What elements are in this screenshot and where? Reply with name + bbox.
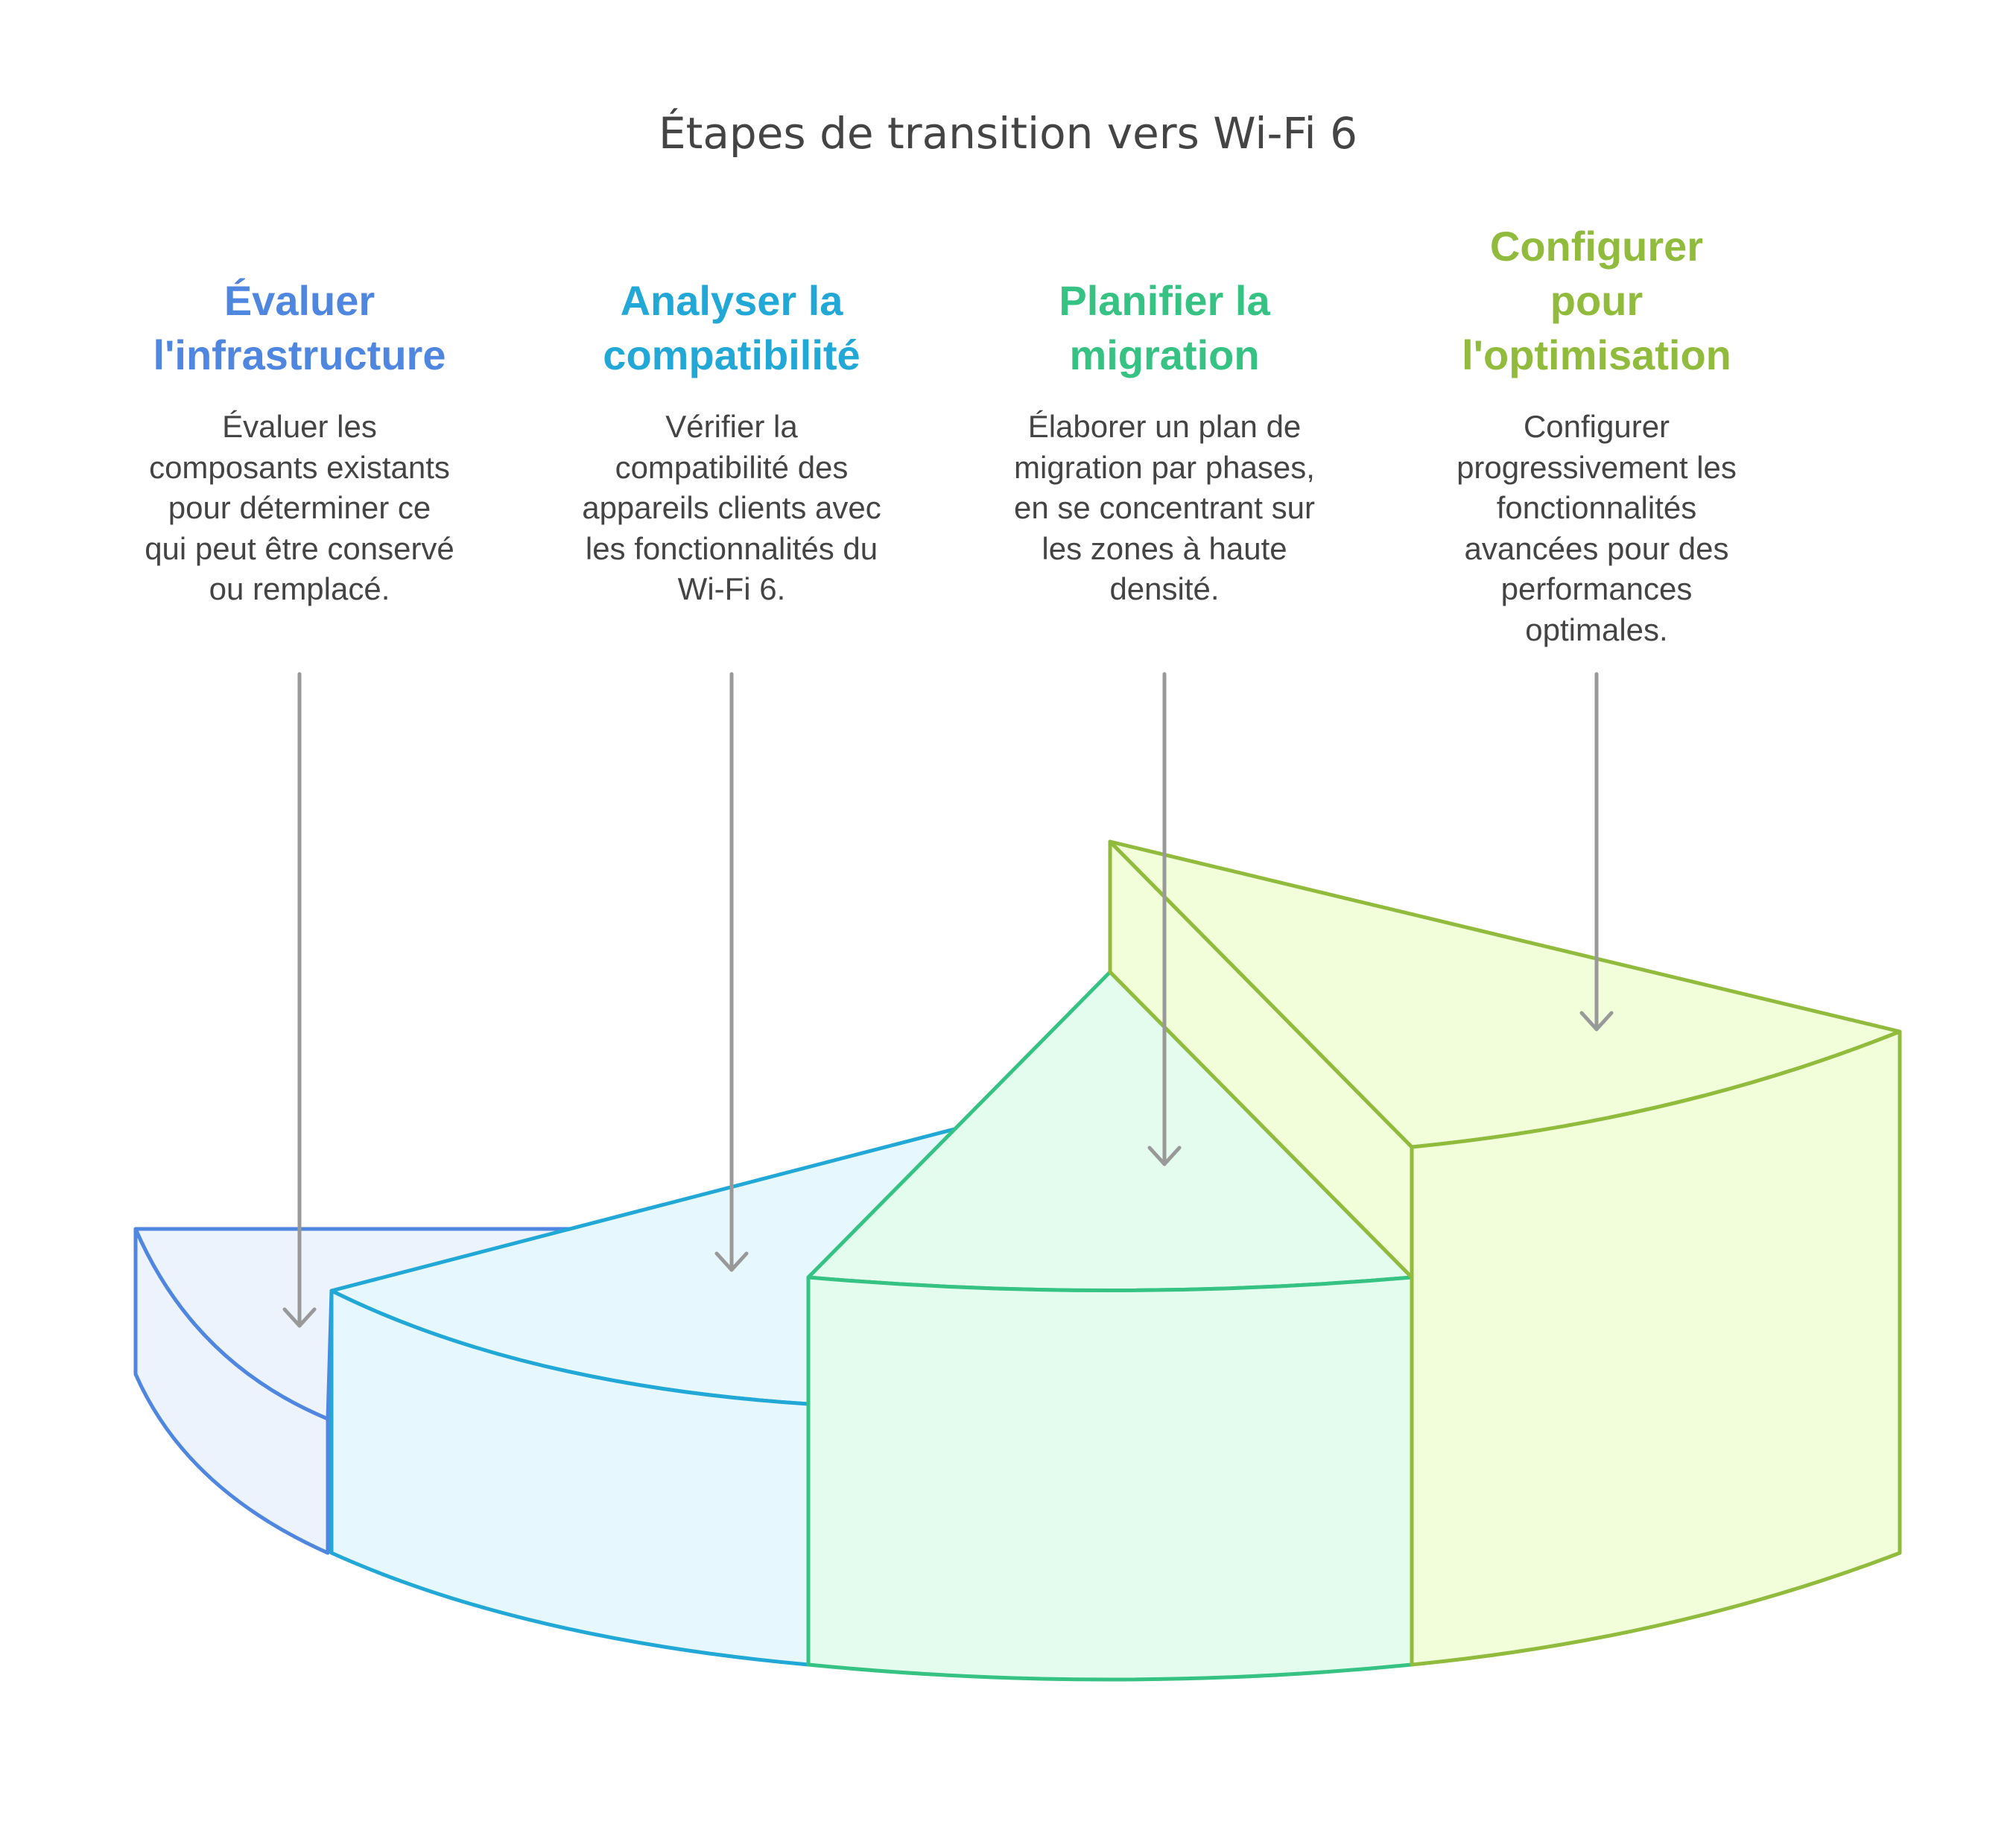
segment-configurer xyxy=(1108,839,1902,1667)
segment-configurer-front xyxy=(1410,1029,1902,1667)
step-description-configurer: Configurer progressivement les fonctionn… xyxy=(1456,409,1737,647)
step-heading-evaluer: Évaluer l'infrastructure xyxy=(153,277,446,378)
step-description-evaluer: Évaluer les composants existants pour dé… xyxy=(145,409,454,606)
segment-evaluer xyxy=(133,1227,580,1555)
segment-planifier-front xyxy=(806,1275,1414,1682)
step-description-analyser: Vérifier la compatibilité des appareils … xyxy=(582,409,881,606)
arrow-evaluer xyxy=(282,672,317,1328)
arrow-configurer xyxy=(1579,672,1614,1032)
arrow-analyser xyxy=(714,672,749,1272)
arrow-planifier xyxy=(1147,672,1182,1166)
segment-planifier xyxy=(806,970,1414,1682)
step-heading-configurer: Configurer pour l'optimisation xyxy=(1462,223,1731,378)
step-heading-planifier: Planifier la migration xyxy=(1059,277,1270,378)
segment-evaluer-top xyxy=(133,1227,580,1421)
step-heading-analyser: Analyser la compatibilité xyxy=(603,277,860,378)
segment-analyser xyxy=(329,1126,960,1667)
diagram-title: Étapes de transition vers Wi-Fi 6 xyxy=(659,108,1357,159)
step-description-planifier: Élaborer un plan de migration par phases… xyxy=(1014,409,1315,606)
